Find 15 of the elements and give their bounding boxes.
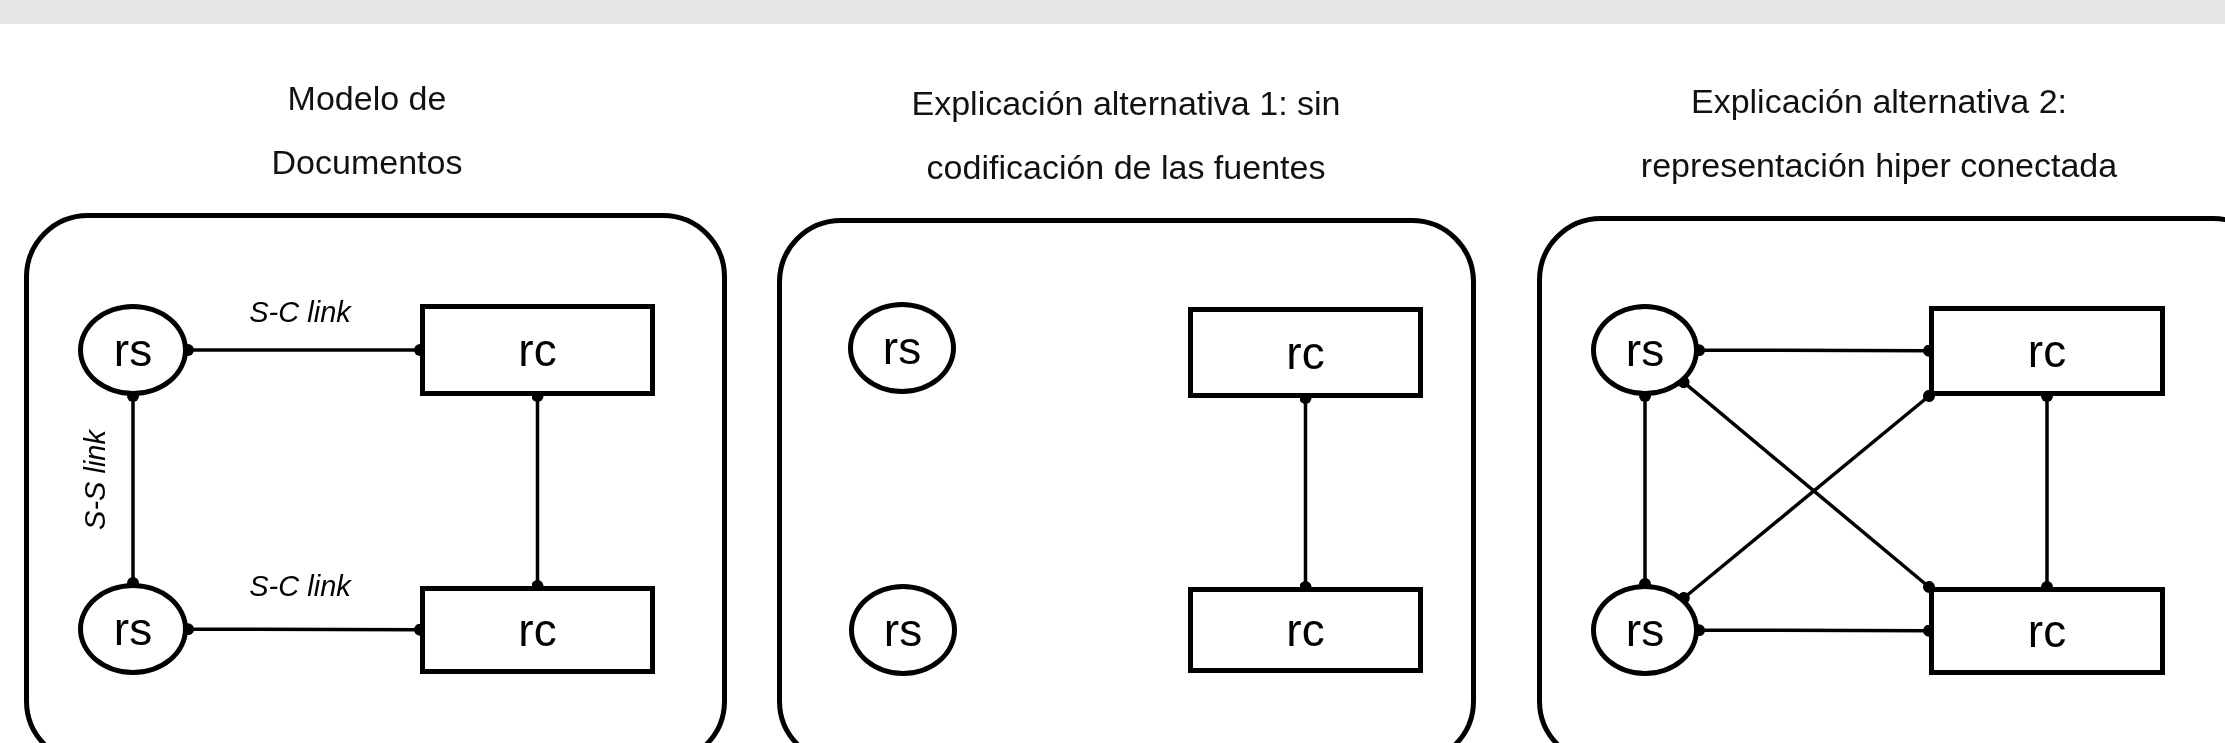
source-ellipse: rs xyxy=(1591,584,1699,676)
source-ellipse: rs xyxy=(848,302,956,394)
panel-title: Explicación alternativa 1: sin codificación de las fuentes xyxy=(911,84,1341,186)
concept-box: rc xyxy=(1929,587,2165,675)
concept-box: rc xyxy=(420,304,655,396)
concept-box: rc xyxy=(420,586,655,674)
concept-box: rc xyxy=(1188,307,1423,398)
source-ellipse: rs xyxy=(849,584,957,676)
source-ellipse: rs xyxy=(1591,304,1699,396)
source-ellipse: rs xyxy=(78,304,188,396)
panel-title: Explicación alternativa 2: representación hiper conectada xyxy=(1640,82,2118,184)
concept-box: rc xyxy=(1929,306,2165,396)
source-ellipse: rs xyxy=(78,583,188,675)
panel-title: Modelo de Documentos xyxy=(271,79,463,181)
concept-box: rc xyxy=(1188,587,1423,673)
